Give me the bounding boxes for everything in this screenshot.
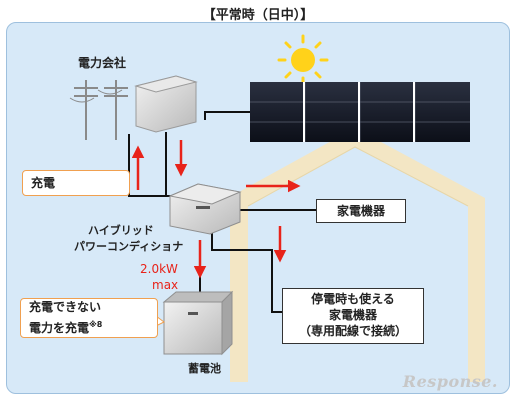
page-title: 【平常時（日中）】	[202, 8, 314, 23]
uncharged-label-1: 充電できない	[29, 300, 102, 314]
outage-label-2: 家電機器	[328, 308, 377, 322]
home-appliances-box: 家電機器	[316, 199, 406, 223]
outage-label-1: 停電時も使える	[311, 292, 395, 306]
inverter-icon	[168, 183, 242, 235]
watermark: Response.	[402, 372, 498, 391]
battery-label: 蓄電池	[188, 362, 221, 375]
energy-flow-arrows	[131, 140, 301, 279]
hybrid-pcs-label-2: パワーコンディショナ	[74, 240, 184, 253]
hybrid-pcs-label-1: ハイブリッド	[88, 224, 154, 237]
power-rating-label: 2.0kW	[140, 262, 178, 276]
solar-panel-icon	[250, 82, 470, 142]
utility-pole-icon	[69, 80, 128, 140]
uncharged-callout: 充電できない 電力を充電※8	[20, 298, 158, 338]
uncharged-note: ※8	[89, 320, 103, 329]
power-company-label: 電力会社	[78, 56, 127, 70]
battery-icon	[162, 290, 234, 356]
meter-box-icon	[134, 75, 198, 133]
sun-icon	[277, 34, 329, 86]
power-max-label: max	[152, 278, 179, 292]
outage-appliances-box: 停電時も使える 家電機器 （専用配線で接続）	[282, 288, 424, 344]
uncharged-label-2: 電力を充電	[29, 321, 90, 335]
outage-label-3: （専用配線で接続）	[298, 324, 407, 338]
charge-label: 充電	[31, 176, 56, 190]
home-appliances-label: 家電機器	[336, 204, 385, 218]
charge-callout: 充電	[22, 170, 130, 196]
